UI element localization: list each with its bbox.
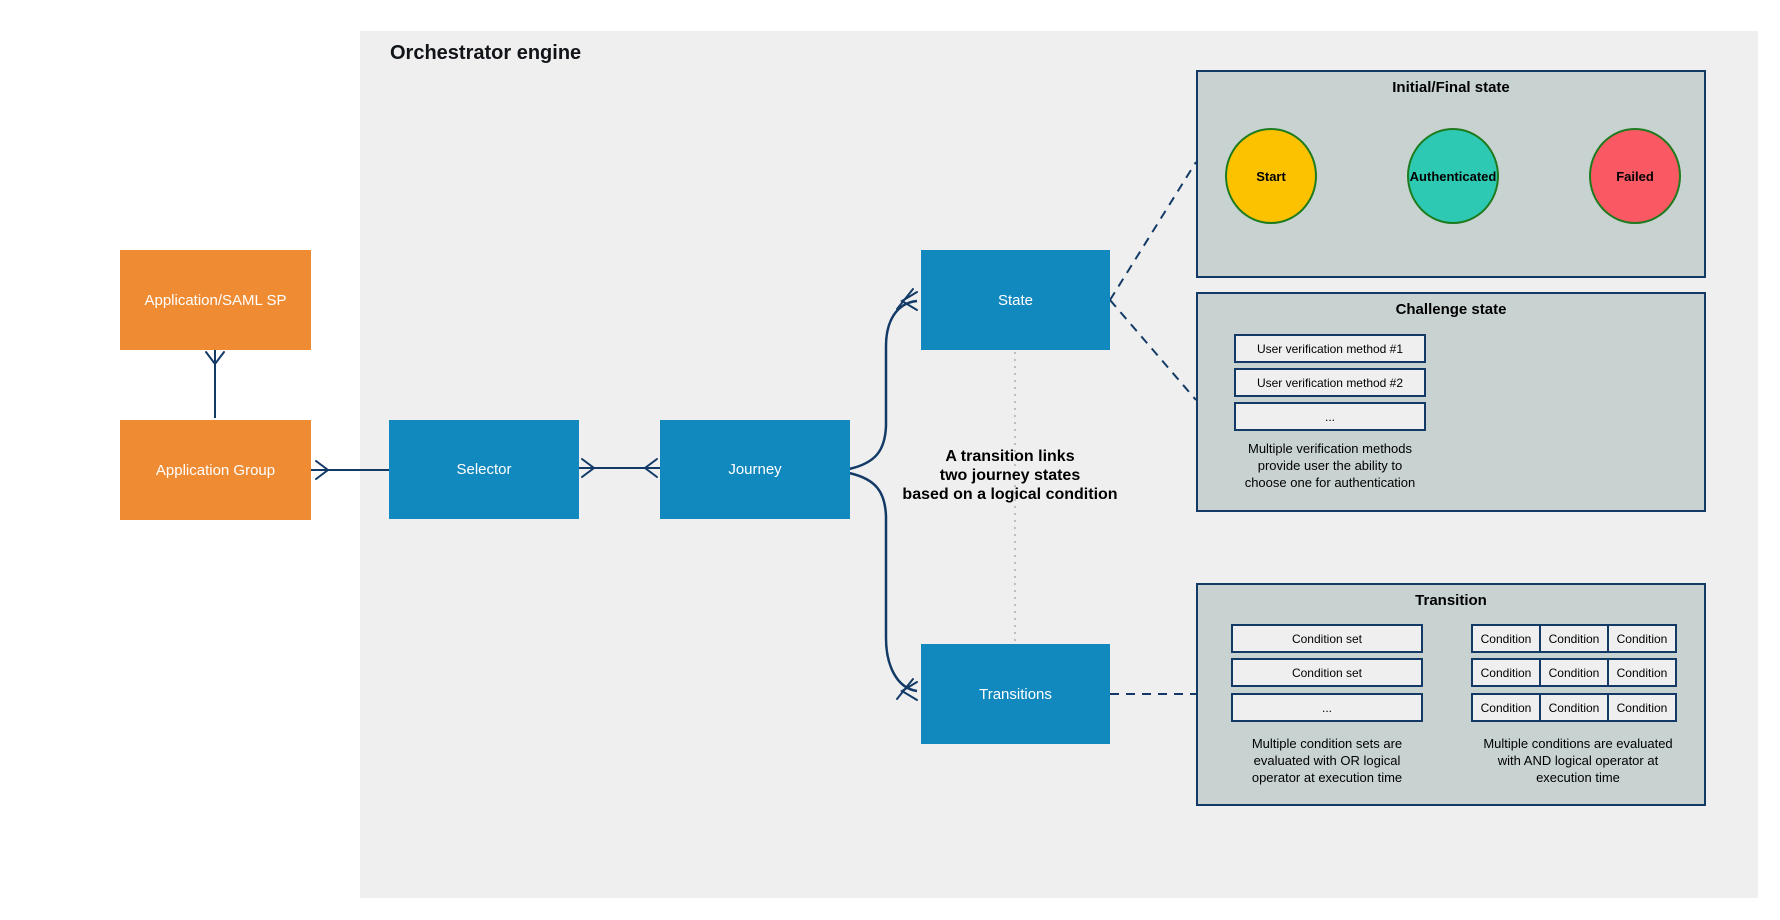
node-application-group: Application Group [120, 420, 311, 520]
condition-label: Condition [1548, 631, 1600, 646]
condition-label: Condition [1480, 665, 1532, 680]
node-journey: Journey [660, 420, 850, 519]
node-label: Application Group [155, 461, 276, 479]
caption-line: provide user the ability to [1257, 458, 1403, 473]
caption-line: Multiple verification methods [1247, 441, 1413, 456]
condition-cell: Condition [1539, 624, 1609, 653]
arrowhead-left-icon [643, 458, 658, 478]
node-label: Selector [456, 461, 512, 478]
verification-method-label: ... [1324, 409, 1335, 424]
condition-cell: Condition [1539, 658, 1609, 687]
transition-panel: Transition Condition set Condition set .… [1196, 583, 1706, 806]
edge-state-to-initial-final-panel [1109, 161, 1197, 301]
condition-set-box: ... [1231, 693, 1423, 722]
start-state-circle: Start [1225, 128, 1317, 224]
caption-line: operator at execution time [1251, 770, 1403, 785]
arrowhead-down-icon [205, 351, 225, 366]
failed-state-circle: Failed [1589, 128, 1681, 224]
arrowhead-cross-left-icon [900, 681, 918, 701]
node-label: Application/SAML SP [144, 291, 287, 309]
condition-label: Condition [1480, 631, 1532, 646]
arrowhead-right-icon [581, 458, 596, 478]
annotation-line: based on a logical condition [902, 486, 1118, 503]
panel-title: Initial/Final state [1392, 79, 1510, 96]
condition-cell: Condition [1607, 624, 1677, 653]
arrowhead-cross-left-icon [900, 291, 918, 311]
authenticated-state-circle: Authenticated [1407, 128, 1499, 224]
condition-label: Condition [1480, 700, 1532, 715]
verification-method-label: User verification method #2 [1256, 375, 1404, 390]
or-caption: Multiple condition sets are evaluated wi… [1212, 735, 1442, 786]
annotation-line: A transition links [945, 448, 1075, 465]
arrowhead-cross-slash-icon [896, 678, 914, 700]
condition-cell: Condition [1471, 658, 1541, 687]
state-circle-label: Authenticated [1409, 168, 1497, 184]
verification-method-box: User verification method #2 [1234, 368, 1426, 397]
edge-journey-to-transitions [848, 471, 918, 693]
verification-method-box: User verification method #1 [1234, 334, 1426, 363]
panel-title: Transition [1415, 592, 1487, 609]
verification-method-box: ... [1234, 402, 1426, 431]
node-label: Journey [728, 461, 782, 478]
condition-set-label: Condition set [1291, 631, 1363, 646]
node-state: State [921, 250, 1110, 350]
panel-title: Challenge state [1395, 301, 1507, 318]
condition-label: Condition [1616, 700, 1668, 715]
orchestrator-engine-title: Orchestrator engine [390, 42, 582, 64]
caption-line: evaluated with OR logical [1253, 753, 1401, 768]
condition-cell: Condition [1539, 693, 1609, 722]
caption-line: execution time [1536, 770, 1620, 785]
condition-label: Condition [1616, 631, 1668, 646]
node-application-saml-sp: Application/SAML SP [120, 250, 311, 350]
verification-method-label: User verification method #1 [1256, 341, 1404, 356]
arrowhead-cross-slash-icon [896, 288, 914, 310]
condition-grid-row: Condition Condition Condition [1471, 658, 1677, 687]
challenge-state-panel: Challenge state User verification method… [1196, 292, 1706, 512]
condition-set-label: ... [1321, 700, 1332, 715]
transition-annotation: A transition links two journey states ba… [830, 447, 1190, 504]
challenge-caption: Multiple verification methods provide us… [1210, 440, 1450, 491]
annotation-line: two journey states [939, 467, 1081, 484]
caption-line: choose one for authentication [1244, 475, 1416, 490]
condition-grid-row: Condition Condition Condition [1471, 624, 1677, 653]
caption-line: with AND logical operator at [1497, 753, 1659, 768]
node-label: State [997, 291, 1034, 309]
and-caption: Multiple conditions are evaluated with A… [1456, 735, 1700, 786]
caption-line: Multiple conditions are evaluated [1483, 736, 1673, 751]
condition-set-label: Condition set [1291, 665, 1363, 680]
condition-cell: Condition [1607, 658, 1677, 687]
edge-state-to-challenge-panel [1109, 299, 1197, 401]
condition-label: Condition [1616, 665, 1668, 680]
node-selector: Selector [389, 420, 579, 519]
initial-final-state-panel: Initial/Final state Start Authenticated … [1196, 70, 1706, 278]
arrowhead-right-icon [315, 460, 330, 480]
state-circle-label: Failed [1616, 168, 1654, 184]
edge-journey-to-state [848, 299, 918, 471]
condition-grid-row: Condition Condition Condition [1471, 693, 1677, 722]
condition-label: Condition [1548, 700, 1600, 715]
condition-cell: Condition [1471, 624, 1541, 653]
state-circle-label: Start [1256, 168, 1286, 184]
condition-set-box: Condition set [1231, 624, 1423, 653]
condition-cell: Condition [1607, 693, 1677, 722]
condition-label: Condition [1548, 665, 1600, 680]
node-transitions: Transitions [921, 644, 1110, 744]
caption-line: Multiple condition sets are [1251, 736, 1403, 751]
condition-cell: Condition [1471, 693, 1541, 722]
node-label: Transitions [979, 685, 1052, 703]
condition-set-box: Condition set [1231, 658, 1423, 687]
